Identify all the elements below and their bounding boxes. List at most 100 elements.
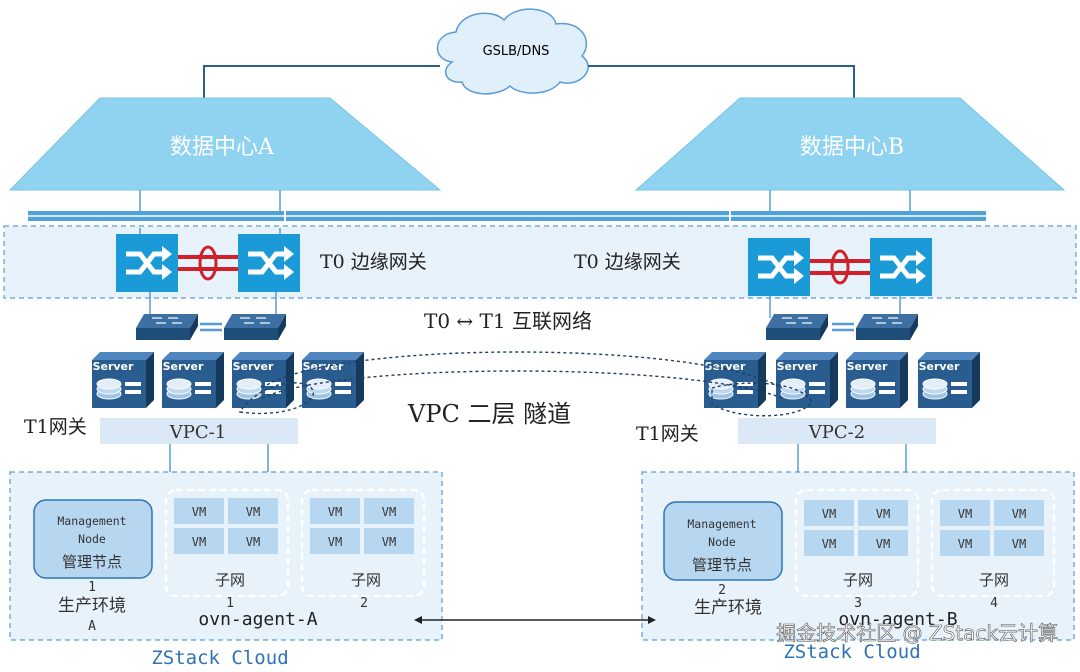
vm-box: VM xyxy=(858,500,908,526)
t0-switch-b2 xyxy=(870,238,932,296)
mgmt-node-b xyxy=(663,501,783,581)
svg-text:Server: Server xyxy=(919,360,960,373)
subnet-number-3: 3 xyxy=(854,596,862,611)
l3-link-a xyxy=(200,322,222,332)
vm-label: VM xyxy=(246,505,260,519)
datacenter-a-label: 数据中心A xyxy=(170,135,275,160)
l3-switch-b2 xyxy=(855,313,919,341)
subnet-2-frame xyxy=(300,488,426,598)
gslb-dns-label: GSLB/DNS xyxy=(483,44,550,59)
uplink-lines xyxy=(203,65,855,98)
datacenter-b-label: 数据中心B xyxy=(800,135,904,160)
vpc-links xyxy=(169,444,907,472)
vm-label: VM xyxy=(822,537,836,551)
gslb-dns-cloud: GSLB/DNS xyxy=(436,8,589,95)
server-b1: Server xyxy=(703,351,767,409)
vm-box: VM xyxy=(994,500,1044,526)
env-label-a: 生产环境 xyxy=(58,596,126,616)
vm-box: VM xyxy=(940,530,990,556)
vm-box: VM xyxy=(174,528,224,554)
subnet-number-1: 1 xyxy=(226,596,234,611)
vm-label: VM xyxy=(246,535,260,549)
server-b2: Server xyxy=(775,351,839,409)
svg-text:Server: Server xyxy=(777,360,818,373)
l3-switch-a2 xyxy=(223,313,287,341)
t1-label-b: T1网关 xyxy=(636,423,699,445)
vm-label: VM xyxy=(328,535,342,549)
svg-text:Node: Node xyxy=(78,532,106,546)
tunnel-label: VPC 二层 隧道 xyxy=(407,400,571,428)
interconnect-label: T0 ↔ T1 互联网络 xyxy=(424,309,592,333)
agent-a-label: ovn-agent-A xyxy=(198,609,317,630)
svg-text:VPC-2: VPC-2 xyxy=(808,422,865,443)
t1-label-a: T1网关 xyxy=(24,416,87,438)
l3-switch-a1 xyxy=(135,313,199,341)
server-b3: Server xyxy=(845,351,909,409)
vm-label: VM xyxy=(382,535,396,549)
datacenter-b: 数据中心B xyxy=(634,97,1066,191)
subnet-label-2: 子网 xyxy=(351,571,381,589)
vm-box: VM xyxy=(364,528,414,554)
env-label-b: 生产环境 xyxy=(694,598,762,618)
vm-label: VM xyxy=(958,507,972,521)
vm-box: VM xyxy=(310,528,360,554)
vm-box: VM xyxy=(228,528,278,554)
vm-box: VM xyxy=(228,498,278,524)
l3-switch-b1 xyxy=(765,313,829,341)
subnet-number-4: 4 xyxy=(990,596,998,611)
subnet-label-3: 子网 xyxy=(843,571,873,589)
vm-label: VM xyxy=(1012,537,1026,551)
watermark: 掘金技术社区 @ ZStack云计算 xyxy=(776,621,1058,645)
subnet-label-4: 子网 xyxy=(979,571,1009,589)
agent-b-label: ovn-agent-B xyxy=(838,609,957,630)
mgmt-node-a xyxy=(33,499,153,579)
vm-layer: VM VM VM VM VM VM VM VM VM VM VM VM VM VM VM VM xyxy=(174,498,1044,556)
vm-label: VM xyxy=(192,505,206,519)
t0-label-a: T0 边缘网关 xyxy=(320,251,427,273)
vm-box: VM xyxy=(310,498,360,524)
vm-box: VM xyxy=(940,500,990,526)
svg-text:Server: Server xyxy=(303,360,344,373)
lag-link-a xyxy=(178,245,238,281)
subnet-number-2: 2 xyxy=(360,596,368,611)
server-a1: Server xyxy=(91,351,155,409)
svg-text:Server: Server xyxy=(705,360,746,373)
server-a4: Server xyxy=(301,351,365,409)
vm-box: VM xyxy=(804,530,854,556)
core-bar xyxy=(28,211,986,221)
datacenter-a: 数据中心A xyxy=(8,97,442,191)
zstack-cloud-a: ZStack Cloud xyxy=(151,647,288,667)
server-a2: Server xyxy=(161,351,225,409)
subnet-label-1: 子网 xyxy=(215,571,245,589)
env-number-b: 2 xyxy=(718,583,726,598)
env-suffix-a: A xyxy=(88,619,96,634)
t0-switch-b1 xyxy=(748,238,810,296)
svg-text:Server: Server xyxy=(847,360,888,373)
vm-label: VM xyxy=(382,505,396,519)
svg-text:Server: Server xyxy=(163,360,204,373)
svg-text:管理节点: 管理节点 xyxy=(62,553,122,571)
vm-box: VM xyxy=(174,498,224,524)
lag-link-b xyxy=(810,249,870,285)
svg-text:Management: Management xyxy=(57,514,126,528)
t0-label-b: T0 边缘网关 xyxy=(574,251,681,273)
vpc-1-bar: VPC-1 xyxy=(100,418,298,444)
vm-label: VM xyxy=(1012,507,1026,521)
vm-box: VM xyxy=(994,530,1044,556)
vm-label: VM xyxy=(876,507,890,521)
dc-links xyxy=(139,190,911,212)
svg-text:Management: Management xyxy=(687,517,756,531)
server-a3: Server xyxy=(231,351,295,409)
svg-text:管理节点: 管理节点 xyxy=(692,556,752,574)
subnet-1-frame xyxy=(164,488,290,598)
vpc-tunnel xyxy=(238,351,813,417)
zstack-cloud-b: ZStack Cloud xyxy=(783,641,920,663)
vm-box: VM xyxy=(804,500,854,526)
vm-label: VM xyxy=(192,535,206,549)
svg-text:Node: Node xyxy=(708,535,736,549)
vm-label: VM xyxy=(822,507,836,521)
svg-text:VPC-1: VPC-1 xyxy=(169,422,226,443)
svg-text:Server: Server xyxy=(233,360,274,373)
vm-label: VM xyxy=(876,537,890,551)
